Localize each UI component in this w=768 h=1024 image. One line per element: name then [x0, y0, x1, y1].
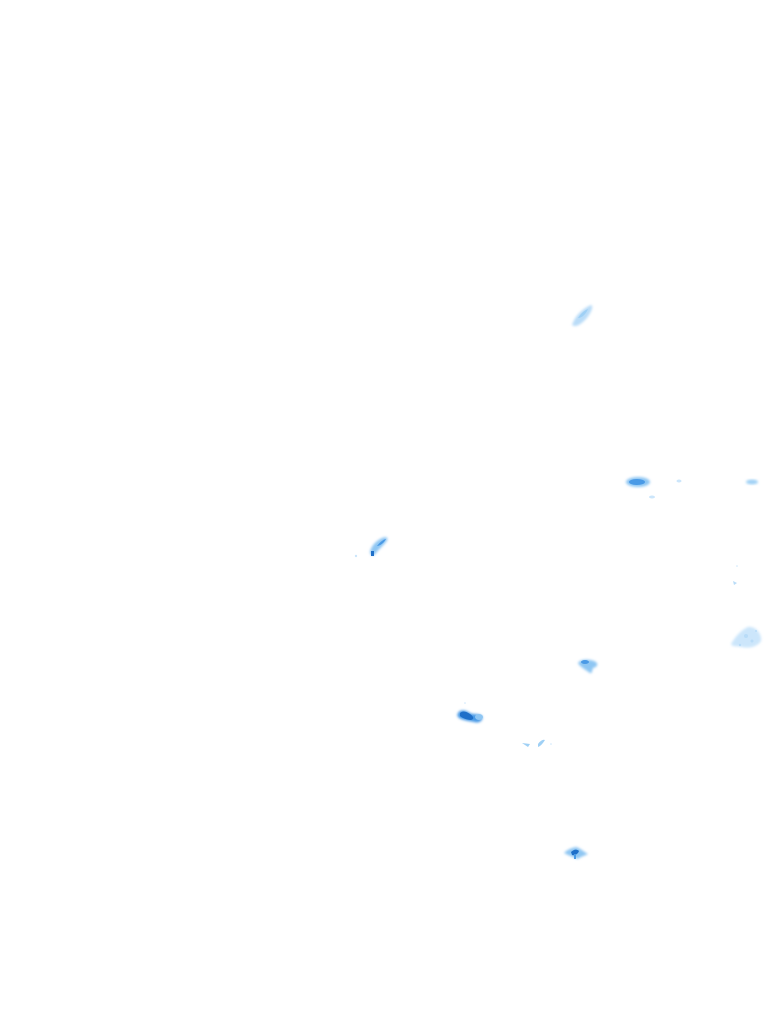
precip-cell-6	[457, 702, 483, 723]
precip-cell-4	[731, 565, 762, 648]
precip-cell-1	[572, 305, 593, 327]
precip-cell-2	[626, 477, 758, 499]
precip-cell-3	[354, 537, 388, 558]
precip-cell-7	[522, 739, 552, 747]
precip-cell-8	[564, 847, 588, 859]
precip-cell-5	[578, 659, 598, 674]
